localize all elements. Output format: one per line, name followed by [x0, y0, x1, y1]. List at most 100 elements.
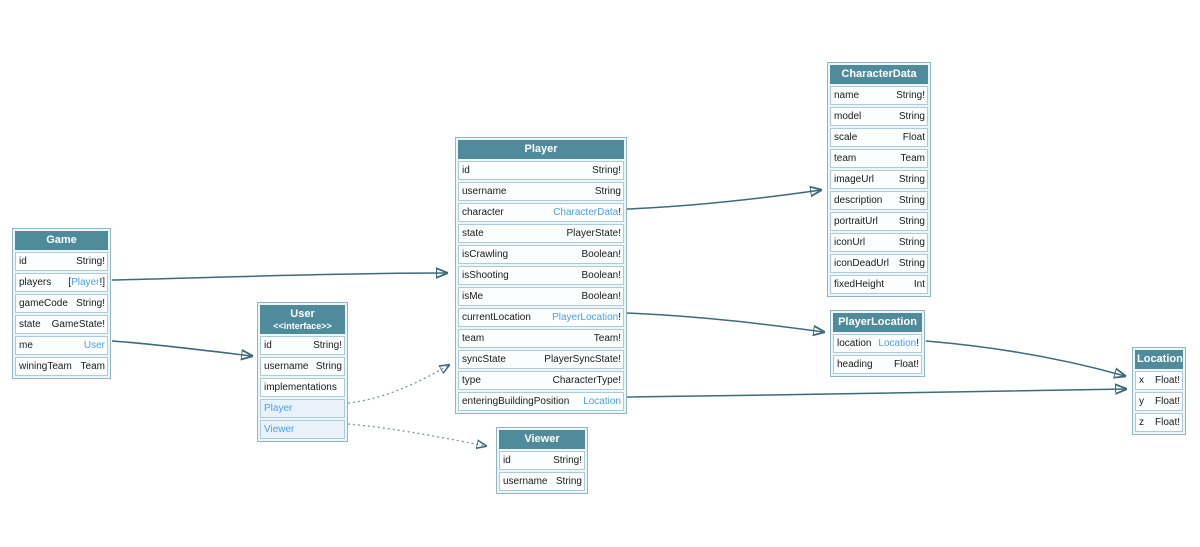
- field-name-state: state: [462, 228, 484, 239]
- field-name-description: description: [834, 195, 883, 206]
- table-header-location[interactable]: Location: [1135, 350, 1183, 369]
- field-name-enteringBuildingPosition: enteringBuildingPosition: [462, 396, 570, 407]
- field-name-heading: heading: [837, 359, 873, 370]
- field-name-character: character: [462, 207, 504, 218]
- edge-playerlocation-location-to-location: [925, 340, 1125, 376]
- field-name-isMe: isMe: [462, 291, 484, 302]
- field-name-id: id: [503, 455, 511, 466]
- table-title-viewer: Viewer: [524, 433, 560, 445]
- type-wrapper-open: [: [68, 277, 72, 288]
- field-type-isCrawling: Boolean!: [581, 249, 621, 260]
- field-type-team: Team: [900, 153, 925, 164]
- edge-player-currentlocation-to-playerlocation: [626, 312, 824, 332]
- table-header-player[interactable]: Player: [458, 140, 624, 159]
- field-row-game-winingTeam: winingTeam Team: [15, 357, 108, 376]
- type-link-User[interactable]: User: [83, 340, 105, 351]
- field-type-id: String!: [76, 256, 105, 267]
- field-name-syncState: syncState: [462, 354, 506, 365]
- type-wrapper-close: !: [618, 312, 621, 323]
- field-type-winingTeam: Team: [80, 361, 105, 372]
- field-type-name: String!: [896, 90, 925, 101]
- edge-player-enteringbuildingposition-to-location: [626, 389, 1126, 398]
- field-row-playerLocation-heading: heading Float!: [833, 355, 922, 374]
- field-type-x: Float!: [1154, 375, 1180, 386]
- field-type-imageUrl: String: [898, 174, 925, 185]
- field-type-team: Team!: [593, 333, 621, 344]
- field-type-players: [Player!]: [68, 276, 105, 289]
- implementation-link-Viewer[interactable]: Viewer: [264, 424, 295, 435]
- field-name-implementations: implementations: [264, 382, 337, 393]
- field-name-me: me: [19, 340, 33, 351]
- table-title-location: Location: [1137, 353, 1183, 365]
- field-row-characterData-description: description String: [830, 191, 928, 210]
- type-link-Location[interactable]: Location: [878, 338, 917, 349]
- field-row-player-isMe: isMe Boolean!: [458, 287, 624, 306]
- field-name-z: z: [1139, 417, 1144, 428]
- edge-user-implementation-to-viewer: [347, 423, 486, 446]
- table-header-viewer[interactable]: Viewer: [499, 430, 585, 449]
- implementation-link-Player[interactable]: Player: [264, 403, 293, 414]
- type-wrapper-close: !]: [99, 277, 105, 288]
- field-row-game-players: players[Player!]: [15, 273, 108, 292]
- type-link-Player[interactable]: Player: [71, 277, 100, 288]
- field-row-player-id: id String!: [458, 161, 624, 180]
- field-name-y: y: [1139, 396, 1144, 407]
- table-header-characterData[interactable]: CharacterData: [830, 65, 928, 84]
- field-type-state: PlayerState!: [566, 228, 621, 239]
- field-name-username: username: [264, 361, 309, 372]
- table-subtitle-user: <<interface>>: [273, 321, 332, 331]
- field-row-player-state: state PlayerState!: [458, 224, 624, 243]
- field-type-description: String: [898, 195, 925, 206]
- table-title-player: Player: [524, 143, 558, 155]
- field-name-username: username: [462, 186, 507, 197]
- field-name-isCrawling: isCrawling: [462, 249, 509, 260]
- type-link-PlayerLocation[interactable]: PlayerLocation: [552, 312, 619, 323]
- field-name-gameCode: gameCode: [19, 298, 68, 309]
- edge-game-me-to-user: [111, 340, 252, 356]
- field-type-iconUrl: String: [898, 237, 925, 248]
- field-name-type: type: [462, 375, 481, 386]
- field-name-winingTeam: winingTeam: [19, 361, 72, 372]
- field-type-id: String!: [313, 340, 342, 351]
- table-header-game[interactable]: Game: [15, 231, 108, 250]
- field-name-id: id: [462, 165, 470, 176]
- field-type-isMe: Boolean!: [581, 291, 621, 302]
- field-type-me: User: [84, 339, 105, 352]
- table-title-playerLocation: PlayerLocation: [838, 316, 917, 328]
- field-row-user-Viewer: Viewer: [260, 420, 345, 439]
- type-link-Location[interactable]: Location: [583, 396, 621, 407]
- field-name-state: state: [19, 319, 41, 330]
- field-type-scale: Float: [902, 132, 925, 143]
- field-row-user-implementations: implementations: [260, 378, 345, 397]
- field-type-state: GameState!: [51, 319, 105, 330]
- table-header-playerLocation[interactable]: PlayerLocation: [833, 313, 922, 332]
- field-type-currentLocation: PlayerLocation!: [552, 311, 621, 324]
- field-type-heading: Float!: [893, 359, 919, 370]
- edge-player-character-to-characterdata: [626, 190, 821, 210]
- field-name-portraitUrl: portraitUrl: [834, 216, 878, 227]
- field-type-id: String!: [592, 165, 621, 176]
- field-row-player-isCrawling: isCrawling Boolean!: [458, 245, 624, 264]
- table-header-user[interactable]: User<<interface>>: [260, 305, 345, 334]
- field-name-scale: scale: [834, 132, 858, 143]
- type-wrapper-close: !: [618, 207, 621, 218]
- field-row-characterData-scale: scale Float: [830, 128, 928, 147]
- type-link-CharacterData[interactable]: CharacterData: [553, 207, 619, 218]
- field-name-name: name: [834, 90, 860, 101]
